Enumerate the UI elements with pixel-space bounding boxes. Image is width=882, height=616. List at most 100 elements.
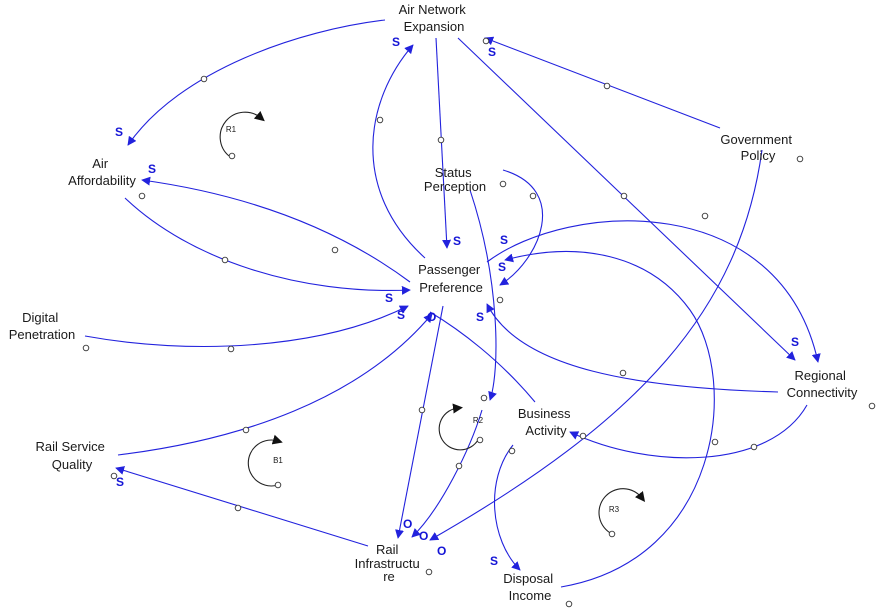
node-handle-dot [110,472,118,480]
svg-text:Regional Connectivity: Regional Connectivity [787,368,858,400]
node-label-line: Perception [424,179,486,194]
svg-text:Business Activity: Business Activity [518,406,574,438]
node-label-line: Disposal [503,571,553,586]
loop-label-b1: B1 [273,456,283,465]
link-midpoint-dot [480,394,488,402]
link-rail-infrastructure-to-rail-service-quality [115,466,369,547]
link-passenger-preference-to-air-affordability [141,176,411,283]
polarity-label: S [453,234,461,248]
svg-text:Air Affordability: Air Affordability [68,156,136,188]
link-midpoint-dot [603,82,611,90]
node-label-line: Activity [525,423,567,438]
polarity-label: S [500,233,508,247]
node-handle-dot [565,600,573,608]
svg-text:Rail Infrastructu: Rail Infrastructu re [355,542,424,584]
node-air-affordability: Air Affordability [68,156,146,200]
polarity-label: S [791,335,799,349]
svg-text:Passenger Preference: Passenger Preference [418,262,484,295]
link-government-policy-to-rail-infrastructure [429,149,763,541]
link-midpoint-dot [620,192,628,200]
link-regional-connectivity-to-passenger-preference [486,303,779,393]
polarity-label: S [385,291,393,305]
svg-text:Digital Penetration: Digital Penetration [9,310,76,342]
node-passenger-preference: Passenger Preference [418,262,504,304]
node-business-activity: Business Activity [518,406,587,440]
node-handle-dot [496,296,504,304]
polarity-label: S [490,554,498,568]
polarity-label: O [427,310,436,324]
node-handle-dot [579,432,587,440]
link-midpoint-dot [227,345,235,353]
link-midpoint-dot [200,75,208,83]
polarity-label: S [148,162,156,176]
node-rail-service-quality: Rail Service Quality [36,439,118,480]
link-passenger-preference-to-air-network [372,44,426,259]
link-air-affordability-to-passenger-preference [124,197,411,295]
node-handle-dot [796,155,804,163]
node-label-line: Penetration [9,327,76,342]
node-label-line: Government [720,132,792,147]
loop-marker-r3: R3 [598,488,646,538]
svg-text:Disposal Income: Disposal Income [503,571,556,603]
node-label-line: Digital [22,310,58,325]
polarity-label: S [488,45,496,59]
polarity-label: S [392,35,400,49]
node-label-line: Preference [419,280,483,295]
node-handle-dot [482,37,490,45]
polarity-label: S [498,260,506,274]
node-label-line: Quality [52,457,93,472]
node-disposal-income: Disposal Income [503,571,573,608]
link-rail-service-quality-to-passenger-preference [117,313,433,456]
polarity-label: S [115,125,123,139]
link-status-perception-to-passenger-preference [499,169,544,286]
polarity-label: S [116,475,124,489]
node-digital-penetration: Digital Penetration [9,310,90,352]
node-regional-connectivity: Regional Connectivity [787,368,876,410]
node-label-line: Business [518,406,571,421]
loop-marker-r2: R2 [438,403,484,451]
link-midpoint-dot [529,192,537,200]
link-government-policy-to-air-network [484,36,721,129]
node-label-line: Air Network [399,2,467,17]
svg-text:Status Perception: Status Perception [424,165,486,194]
loop-marker-b1: B1 [247,434,283,489]
link-status-perception-to-rail-infrastructure [469,189,497,401]
loop-label-r3: R3 [609,505,620,514]
link-air-network-to-air-affordability [127,19,386,146]
node-label-line: Regional [795,368,846,383]
node-rail-infrastructure: Rail Infrastructu re [355,542,433,584]
node-status-perception: Status Perception [424,165,507,194]
svg-text:Air Network Expansion: Air Network Expansion [399,2,470,34]
link-r2-to-rail-infrastructure [411,409,483,538]
node-label-line: Infrastructu [355,556,420,571]
link-passenger-preference-to-regional-connectivity [486,220,821,363]
node-handle-dot [82,344,90,352]
node-handle-dot [138,192,146,200]
loop-marker-r1: R1 [219,110,265,160]
node-label-line: re [383,569,395,584]
node-label-line: Policy [741,148,776,163]
polarity-label: S [476,310,484,324]
polarity-label: O [403,517,412,531]
node-label-line: Status [435,165,472,180]
link-midpoint-dot [619,369,627,377]
link-midpoint-dot [437,136,445,144]
link-midpoint-dot [376,116,384,124]
node-government-policy: Government Policy [720,132,804,163]
svg-text:Government Policy: Government Policy [720,132,795,163]
link-disposal-income-to-passenger-preference [504,251,715,588]
node-label-line: Rail Service [36,439,105,454]
link-business-activity-to-disposal-income [493,444,521,571]
loop-label-r2: R2 [473,416,484,425]
link-passenger-preference-to-rail-infrastructure [395,305,444,539]
link-midpoint-dot [750,443,758,451]
link-midpoint-dot [711,438,719,446]
polarity-label: O [437,544,446,558]
link-midpoint-dot [234,504,242,512]
link-digital-penetration-to-passenger-preference [84,305,409,348]
node-handle-dot [868,402,876,410]
link-air-network-to-regional-connectivity [457,37,796,361]
node-air-network-expansion: Air Network Expansion [399,2,490,45]
loop-label-r1: R1 [226,125,237,134]
